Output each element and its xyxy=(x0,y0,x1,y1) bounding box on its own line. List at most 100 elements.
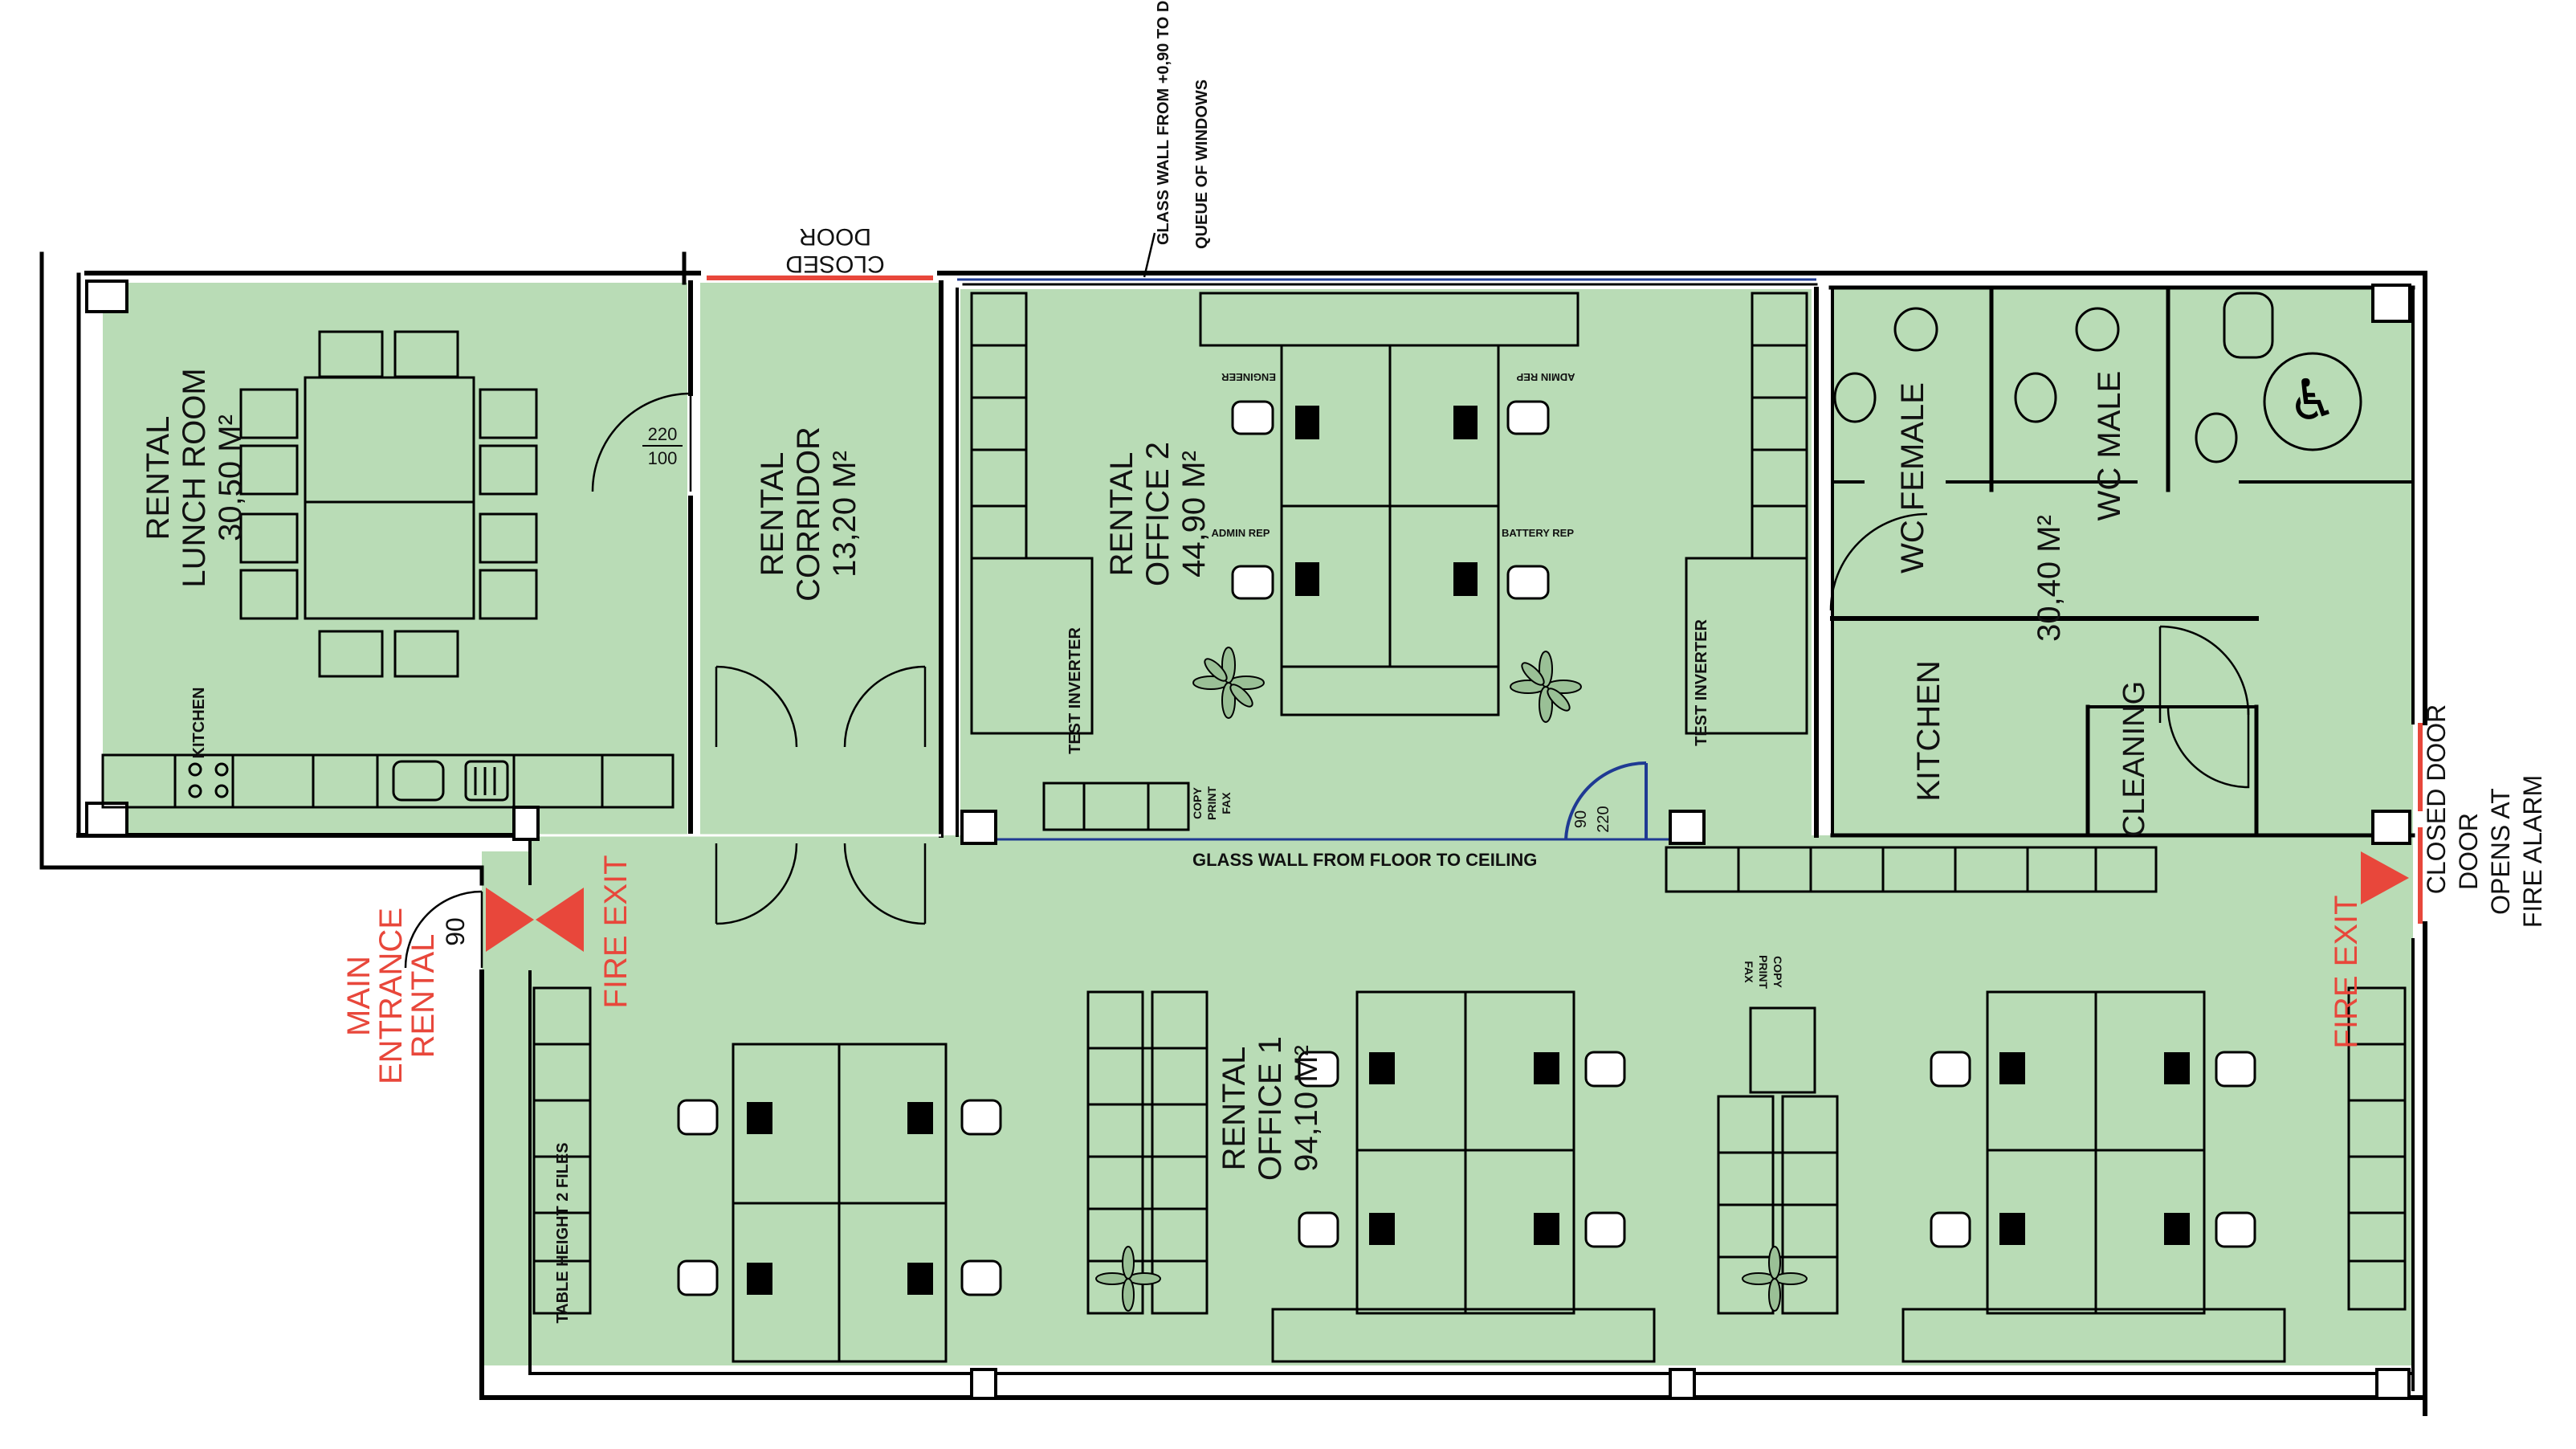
chair xyxy=(479,444,538,496)
chair xyxy=(1584,1051,1626,1088)
copier xyxy=(1082,782,1150,831)
fire-exit-label-right: FIRE EXIT xyxy=(2329,895,2364,1048)
column xyxy=(512,806,540,841)
door-dimension: 90 xyxy=(1572,810,1590,828)
wc-female-label: WC FEMALE xyxy=(1895,382,1930,573)
computer xyxy=(1369,1213,1395,1245)
red-doors xyxy=(707,276,2423,924)
room-name: RENTAL xyxy=(141,416,176,541)
column xyxy=(1669,810,1706,845)
corridor-label: RENTAL CORRIDOR 13,20 M² xyxy=(755,427,862,602)
chair xyxy=(2215,1211,2256,1248)
sink xyxy=(2014,372,2057,423)
test-inverter-bench-left xyxy=(970,557,1094,735)
room-name: RENTAL xyxy=(1217,1047,1252,1171)
computer xyxy=(1453,562,1478,596)
computer xyxy=(2164,1213,2190,1245)
chair xyxy=(1506,400,1550,435)
chair xyxy=(318,330,384,378)
desk-label: ADMIN REP xyxy=(1212,527,1270,539)
dining-table xyxy=(304,376,475,620)
annotation: OPENS AT xyxy=(2486,788,2515,915)
annotation: DOOR xyxy=(2454,813,2483,890)
door-dimension: 100 xyxy=(648,448,678,468)
office2-label: RENTAL OFFICE 2 44,90 M² xyxy=(1104,442,1212,586)
desk-label: BATTERY REP xyxy=(1502,527,1574,539)
chair xyxy=(960,1099,1002,1136)
annotation: CLOSED xyxy=(785,251,884,277)
main-entrance-text: ENTRANCE xyxy=(373,908,409,1084)
chair xyxy=(1584,1211,1626,1248)
entrance-dimension: 90 xyxy=(441,917,470,946)
office-chairs xyxy=(677,400,2256,1296)
computer xyxy=(2164,1052,2190,1084)
fire-exit-arrow-icon xyxy=(486,888,534,952)
sink xyxy=(464,760,509,802)
computer xyxy=(747,1102,772,1134)
lunch-furniture xyxy=(101,330,675,809)
copy-print-fax-label: COPY PRINT FAX xyxy=(1191,786,1233,820)
main-entrance-label: MAIN ENTRANCE RENTAL xyxy=(341,908,441,1084)
column xyxy=(85,280,128,313)
column xyxy=(2371,810,2411,845)
computer xyxy=(1999,1052,2025,1084)
glass-wall-note: QUEUE OF WINDOWS xyxy=(1193,80,1211,249)
walls xyxy=(39,251,2427,1416)
toilet xyxy=(2075,307,2120,352)
room-area: 94,10 M² xyxy=(1289,1045,1324,1172)
plant-icon xyxy=(1095,1246,1161,1312)
office2-furniture xyxy=(970,292,1808,831)
computer xyxy=(1295,562,1319,596)
computer xyxy=(1999,1213,2025,1245)
annotation: PRINT xyxy=(1205,786,1218,820)
computer xyxy=(907,1102,933,1134)
door-dimension: 220 xyxy=(648,424,678,444)
corridor-floor xyxy=(700,283,941,835)
chair xyxy=(239,569,299,620)
lunch-room-label: RENTAL LUNCH ROOM 30,50 M² xyxy=(141,368,248,587)
plant-icon xyxy=(1192,647,1265,719)
bench-label: TEST INVERTER xyxy=(1693,619,1710,746)
closed-door-right-label: CLOSED DOOR DOOR OPENS AT FIRE ALARM xyxy=(2422,704,2547,928)
room-name: RENTAL xyxy=(755,452,790,577)
computer xyxy=(1369,1052,1395,1084)
leader-line xyxy=(1143,232,1156,278)
shelf xyxy=(1280,665,1500,716)
annotation: COPY xyxy=(1771,956,1784,988)
test-inverter-bench-right xyxy=(1685,557,1808,735)
chair xyxy=(479,569,538,620)
column xyxy=(960,810,997,845)
room-name: CORRIDOR xyxy=(791,427,826,602)
room-name: OFFICE 2 xyxy=(1140,442,1176,586)
kitchen-right-label: KITCHEN xyxy=(1911,660,1946,802)
fire-exit-markers xyxy=(486,851,2409,952)
chair xyxy=(239,444,299,496)
counter xyxy=(1665,846,2158,893)
chair xyxy=(393,330,459,378)
room-name: RENTAL xyxy=(1104,452,1139,577)
plant-icon xyxy=(1510,651,1582,723)
chair xyxy=(1231,400,1274,435)
wc-furniture xyxy=(1833,292,2362,463)
kitchen-counter xyxy=(101,753,675,809)
file-cabinet xyxy=(2347,986,2407,1311)
chair xyxy=(677,1099,719,1136)
chair xyxy=(1298,1211,1339,1248)
file-cabinet xyxy=(532,986,592,1315)
column xyxy=(1669,1368,1696,1400)
chair xyxy=(1506,565,1550,600)
door-dimension-office2: 90 220 xyxy=(1572,806,1612,832)
annotation: FAX xyxy=(1220,792,1233,814)
wc-area-label: 30,40 M² xyxy=(2032,515,2067,642)
chair xyxy=(239,512,299,564)
chair xyxy=(1930,1051,1971,1088)
room-name: OFFICE 1 xyxy=(1253,1036,1288,1181)
closed-door-top: CLOSED DOOR xyxy=(785,223,884,277)
fire-exit-arrow-icon xyxy=(2361,851,2409,904)
fire-exit-label-left: FIRE EXIT xyxy=(598,855,634,1008)
chair xyxy=(2215,1051,2256,1088)
office1-furniture xyxy=(532,846,2407,1363)
sink xyxy=(2195,412,2238,463)
annotation: FAX xyxy=(1742,961,1755,983)
